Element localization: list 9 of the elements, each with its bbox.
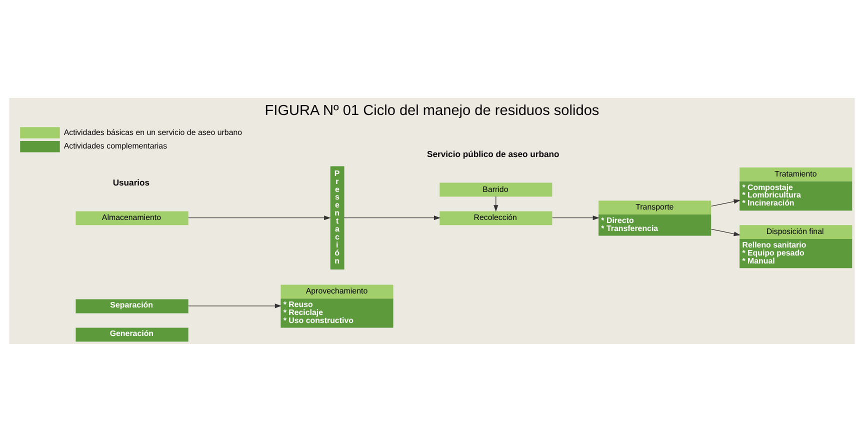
arrow: [710, 198, 740, 206]
label: Servicio público de aseo urbano: [426, 148, 559, 159]
arrow: [343, 215, 440, 220]
label: Usuarios: [112, 177, 150, 188]
arrow: [552, 215, 599, 220]
arrow: [188, 303, 282, 308]
arrow: [710, 228, 740, 236]
diagram-title: FIGURA Nº 01 Ciclo del manejo de residuos solidos: [264, 102, 599, 118]
arrow: [188, 215, 330, 220]
